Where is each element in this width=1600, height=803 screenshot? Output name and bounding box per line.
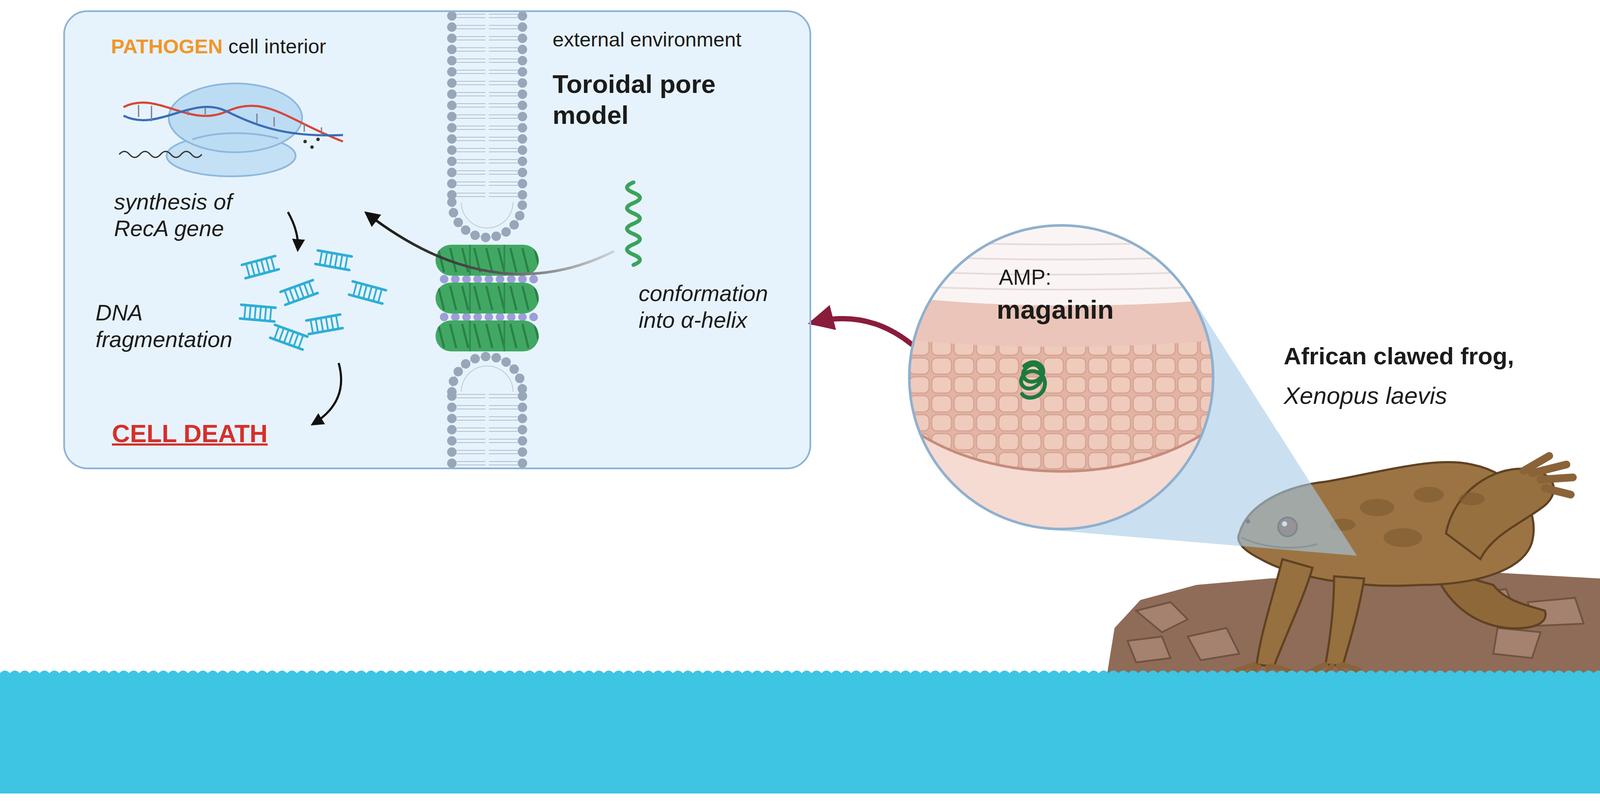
region-label: cell interior bbox=[228, 34, 327, 58]
species-name: African clawed frog, bbox=[1283, 342, 1514, 370]
circle-label: AMP: bbox=[998, 265, 1052, 290]
region-label: external environment bbox=[552, 27, 742, 51]
region-label: PATHOGEN bbox=[111, 34, 223, 58]
step-label: synthesis of RecA gene bbox=[114, 189, 233, 241]
connector-arrow bbox=[812, 318, 912, 345]
magnified-skin-circle: AMP: magainin bbox=[908, 224, 1215, 531]
step-label: conformation into α-helix bbox=[638, 281, 769, 333]
outcome-label: CELL DEATH bbox=[111, 419, 268, 448]
pathogen-panel: PATHOGENcell interior external environmen… bbox=[63, 10, 812, 470]
step-label: DNA fragmentation bbox=[95, 300, 233, 353]
species-name: Xenopus laevis bbox=[1283, 382, 1448, 410]
peptide-name: magainin bbox=[996, 294, 1114, 325]
model-title: Toroidal pore model bbox=[552, 69, 716, 130]
